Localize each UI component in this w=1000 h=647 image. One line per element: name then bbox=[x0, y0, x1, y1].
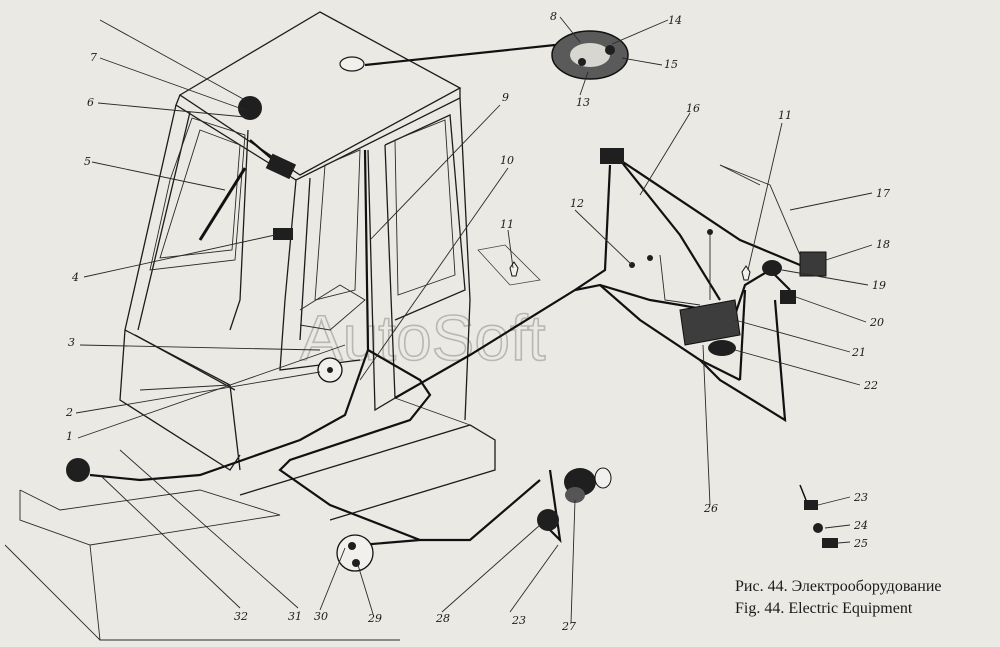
caption-ru: Рис. 44. Электрооборудование bbox=[735, 578, 942, 595]
label-19: 19 bbox=[872, 279, 886, 292]
label-8: 8 bbox=[550, 10, 557, 23]
screw-25 bbox=[822, 538, 838, 548]
roof-lamp bbox=[339, 56, 365, 72]
lamp-29-30 bbox=[336, 534, 374, 572]
bulb-11a bbox=[509, 261, 519, 277]
connector-16 bbox=[600, 148, 624, 164]
label-3: 3 bbox=[68, 336, 75, 349]
label-4: 4 bbox=[71, 271, 79, 284]
relay-18 bbox=[799, 251, 827, 277]
label-1: 1 bbox=[66, 430, 73, 443]
label-13: 13 bbox=[576, 96, 590, 109]
label-25: 25 bbox=[853, 537, 868, 550]
label-6: 6 bbox=[87, 96, 94, 109]
unit-22 bbox=[708, 340, 736, 356]
label-11b: 11 bbox=[778, 109, 792, 122]
wiper-blade bbox=[198, 167, 247, 241]
label-22: 22 bbox=[863, 379, 878, 392]
figure-caption: Рис. 44. Электрооборудование Fig. 44. El… bbox=[735, 576, 941, 620]
label-11a: 11 bbox=[500, 218, 514, 231]
label-16: 16 bbox=[686, 102, 700, 115]
label-17: 17 bbox=[876, 187, 890, 200]
label-23b: 23 bbox=[511, 614, 526, 627]
label-12: 12 bbox=[570, 197, 584, 210]
label-15: 15 bbox=[664, 58, 678, 71]
socket-19 bbox=[762, 260, 782, 276]
label-18: 18 bbox=[876, 238, 890, 251]
label-21: 21 bbox=[851, 346, 866, 359]
label-31: 31 bbox=[288, 610, 302, 623]
leader-lines bbox=[75, 16, 873, 624]
label-29: 29 bbox=[367, 612, 382, 625]
label-27: 27 bbox=[561, 620, 576, 633]
base-platform bbox=[4, 397, 496, 641]
lamp-28 bbox=[537, 509, 559, 531]
label-10: 10 bbox=[500, 154, 514, 167]
label-2: 2 bbox=[65, 406, 73, 419]
label-20: 20 bbox=[869, 316, 884, 329]
label-14: 14 bbox=[668, 14, 682, 27]
caption-en: Fig. 44. Electric Equipment bbox=[735, 600, 913, 617]
label-28: 28 bbox=[435, 612, 450, 625]
switch-unit bbox=[273, 228, 293, 240]
front-work-lamp bbox=[66, 458, 90, 482]
wiper-motor bbox=[265, 153, 297, 180]
label-32: 32 bbox=[234, 610, 248, 623]
washer-24 bbox=[813, 523, 823, 533]
label-26: 26 bbox=[703, 502, 718, 515]
part-labels: 1 2 3 4 5 6 7 8 9 10 11 11 12 13 14 15 1… bbox=[65, 10, 890, 633]
cab-body bbox=[119, 11, 471, 471]
label-9: 9 bbox=[502, 91, 509, 104]
switch-20 bbox=[780, 290, 796, 304]
headlight-lamp bbox=[238, 96, 262, 120]
components bbox=[66, 30, 838, 572]
label-24: 24 bbox=[853, 519, 868, 532]
label-7: 7 bbox=[90, 51, 97, 64]
label-30: 30 bbox=[314, 610, 328, 623]
bulb-23 bbox=[804, 500, 818, 510]
battery-box-21 bbox=[679, 299, 741, 346]
label-5: 5 bbox=[84, 155, 91, 168]
label-23a: 23 bbox=[853, 491, 868, 504]
